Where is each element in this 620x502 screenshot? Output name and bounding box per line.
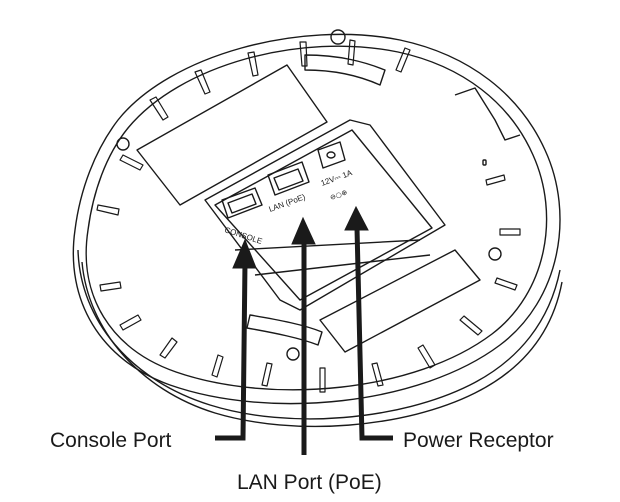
- housing-rim-lower-2: [81, 261, 563, 428]
- mount-hole-top: [330, 29, 346, 45]
- led-indicator: [482, 159, 487, 166]
- mount-hole-bottom: [286, 347, 300, 361]
- recess-rib-2: [254, 254, 431, 276]
- lan-marking: LAN (PoE): [268, 192, 307, 214]
- recess-rib-1: [234, 239, 421, 251]
- bottom-slot: [246, 314, 323, 346]
- lan-port-jack: [267, 161, 310, 196]
- power-jack: [317, 141, 346, 169]
- lan-port-arrow: [291, 216, 316, 455]
- polarity-marking: ⊖○⊕: [329, 188, 349, 202]
- power-receptor-arrow: [344, 205, 393, 441]
- mount-hole-left: [116, 137, 130, 151]
- top-slot: [304, 54, 386, 86]
- mount-hole-right: [488, 247, 502, 261]
- housing-inner-ring: [85, 45, 548, 391]
- console-port-arrow: [215, 238, 257, 441]
- port-recess-inner: [214, 129, 433, 301]
- power-rating-marking: 12V⎓ 1A: [320, 168, 354, 188]
- rim-tabs: [96, 39, 521, 393]
- power-receptor-label: Power Receptor: [403, 429, 554, 452]
- label-plate-top: [136, 64, 328, 206]
- housing-outer-ring: [72, 33, 561, 405]
- label-plate-bottom: [319, 249, 481, 353]
- console-port-jack: [221, 187, 263, 219]
- lan-port-label: LAN Port (PoE): [237, 471, 382, 494]
- port-recess-outer: [204, 119, 446, 311]
- console-port-label: Console Port: [50, 429, 172, 452]
- right-notch: [454, 87, 521, 141]
- housing-rim-lower: [77, 249, 561, 420]
